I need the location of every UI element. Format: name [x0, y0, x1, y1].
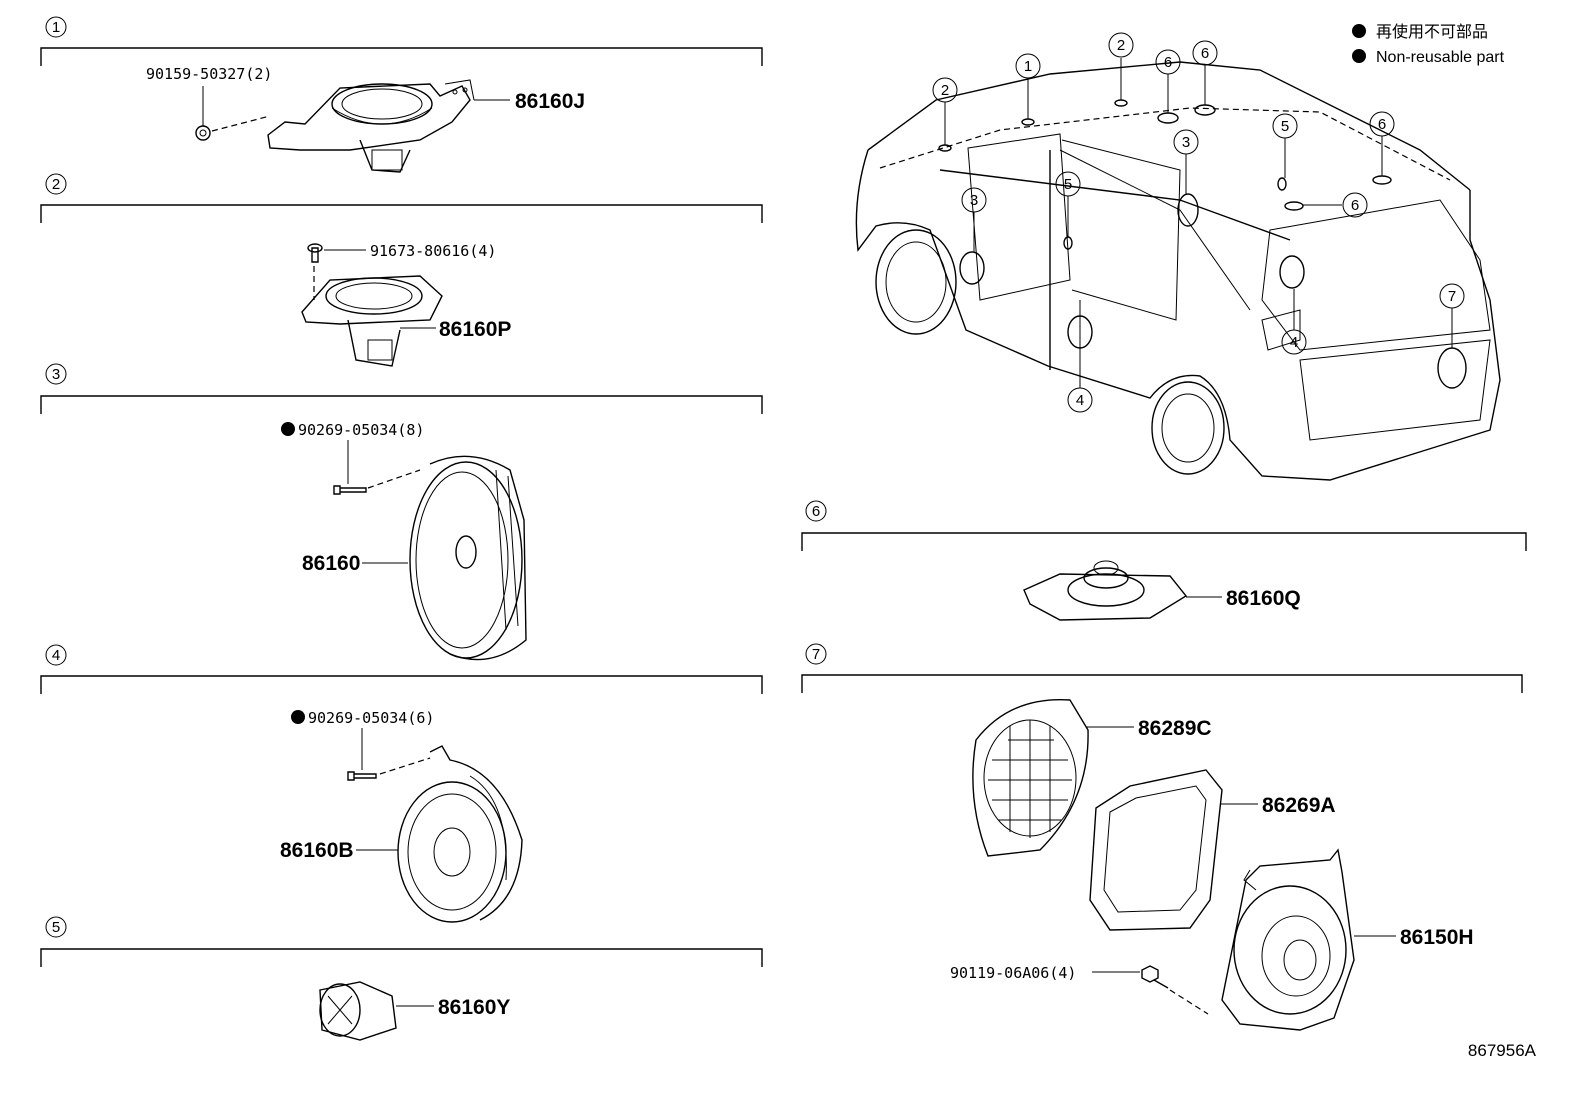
part-86289C-label: 86289C — [1138, 717, 1212, 740]
part-90119-06A06-label: 90119-06A06(4) — [950, 964, 1076, 982]
section-5-header: 5 — [40, 916, 763, 967]
vehicle-callout-3: 3 — [1173, 129, 1199, 155]
svg-text:4: 4 — [1290, 334, 1298, 351]
vehicle-callout-5: 5 — [1055, 171, 1081, 197]
svg-text:1: 1 — [1024, 58, 1032, 75]
part-86160-label: 86160 — [302, 552, 360, 575]
svg-text:2: 2 — [1117, 37, 1125, 54]
vehicle-callout-2: 2 — [932, 77, 958, 103]
vehicle-callout-2: 2 — [1108, 32, 1134, 58]
non-reusable-marker-icon — [291, 710, 305, 724]
vehicle-callout-1: 1 — [1015, 53, 1041, 79]
legend-ja-label: 再使用不可部品 — [1376, 23, 1488, 41]
part-90269-05034-6-label: 90269-05034(6) — [308, 709, 434, 727]
vehicle-callout-3: 3 — [961, 187, 987, 213]
part-86269A-illustration — [1089, 769, 1223, 931]
svg-text:4: 4 — [1076, 392, 1084, 409]
vehicle-callout-4: 4 — [1281, 329, 1307, 355]
svg-text:6: 6 — [1351, 197, 1359, 214]
non-reusable-marker-icon — [281, 422, 295, 436]
part-86160B-label: 86160B — [280, 839, 354, 862]
vehicle-callout-6: 6 — [1192, 40, 1218, 66]
part-86160Q-illustration — [1023, 560, 1188, 621]
svg-text:2: 2 — [941, 82, 949, 99]
section-6-header: 6 — [801, 500, 1527, 551]
section-7-header: 7 — [801, 643, 1523, 693]
part-86160J-label: 86160J — [515, 90, 585, 113]
vehicle-callout-6: 6 — [1155, 49, 1181, 75]
section-2-header: 2 — [40, 173, 763, 223]
part-90269-05034-8-label: 90269-05034(8) — [298, 421, 424, 439]
part-86160Q-label: 86160Q — [1226, 587, 1301, 610]
section-2-number: 2 — [52, 176, 60, 193]
vehicle-callout-6: 6 — [1342, 192, 1368, 218]
svg-text:3: 3 — [1182, 134, 1190, 151]
diagram-reference-number: 867956A — [1468, 1041, 1537, 1060]
part-90119-screw-illustration — [1141, 965, 1209, 1015]
section-3-number: 3 — [52, 366, 60, 383]
legend-en-label: Non-reusable part — [1376, 49, 1505, 66]
section-3-header: 3 — [40, 363, 763, 414]
part-86160P-illustration — [301, 243, 443, 367]
non-reusable-marker-icon — [1352, 49, 1366, 63]
part-86150H-label: 86150H — [1400, 926, 1474, 949]
vehicle-callout-6: 6 — [1369, 111, 1395, 137]
legend: 再使用不可部品 Non-reusable part — [1352, 23, 1505, 66]
svg-text:5: 5 — [1064, 176, 1072, 193]
part-86160J-illustration — [195, 79, 475, 173]
vehicle-callout-4: 4 — [1067, 387, 1093, 413]
part-90159-50327-label: 90159-50327(2) — [146, 65, 272, 83]
svg-text:7: 7 — [1448, 288, 1456, 305]
svg-text:6: 6 — [1164, 54, 1172, 71]
section-5-number: 5 — [52, 919, 60, 936]
section-4-header: 4 — [40, 644, 763, 694]
part-86150H-illustration — [1221, 848, 1355, 1031]
part-86160B-illustration — [347, 745, 523, 923]
part-91673-80616-label: 91673-80616(4) — [370, 242, 496, 260]
vehicle-illustration — [855, 58, 1501, 481]
svg-text:6: 6 — [1378, 116, 1386, 133]
non-reusable-marker-icon — [1352, 24, 1366, 38]
vehicle-callout-7: 7 — [1439, 283, 1465, 309]
svg-text:6: 6 — [1201, 45, 1209, 62]
section-1-number: 1 — [52, 19, 60, 36]
vehicle-callout-5: 5 — [1272, 113, 1298, 139]
part-86269A-label: 86269A — [1262, 794, 1336, 817]
section-6-number: 6 — [812, 503, 820, 520]
section-7-number: 7 — [812, 646, 820, 663]
svg-text:3: 3 — [970, 192, 978, 209]
part-86289C-illustration — [972, 698, 1089, 857]
section-1-header: 1 — [40, 16, 763, 66]
section-4-number: 4 — [52, 647, 60, 664]
part-86160P-label: 86160P — [439, 318, 511, 341]
part-86160Y-illustration — [319, 981, 397, 1041]
part-86160Y-label: 86160Y — [438, 996, 510, 1019]
svg-text:5: 5 — [1281, 118, 1289, 135]
part-86160-illustration — [333, 455, 527, 661]
